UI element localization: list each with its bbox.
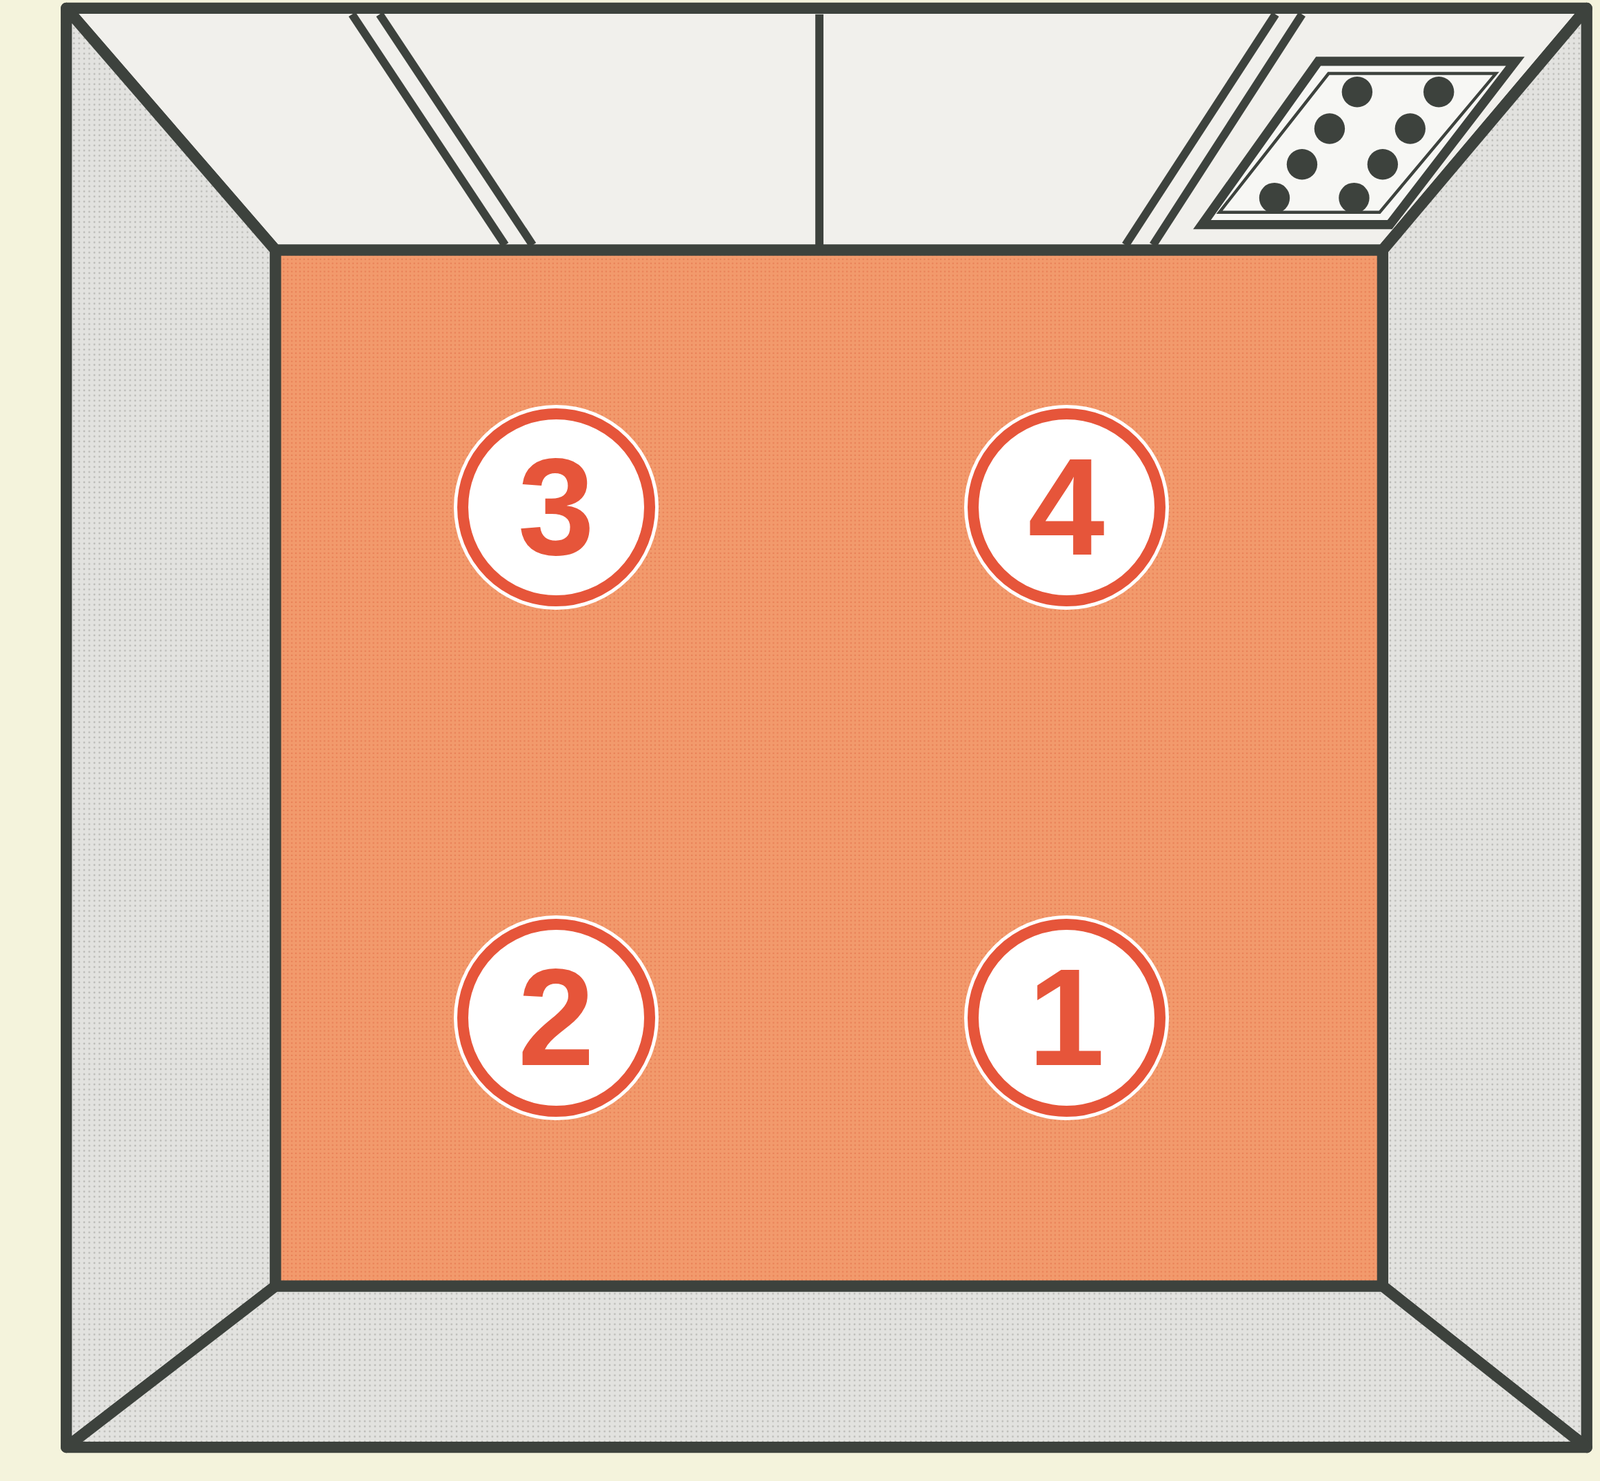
callout-number: 2 bbox=[517, 948, 595, 1087]
door-lines bbox=[351, 14, 1303, 245]
bottom-wall bbox=[66, 1285, 1587, 1447]
car-walls bbox=[66, 8, 1587, 1447]
callout-circle: 4 bbox=[967, 408, 1166, 607]
right-wall bbox=[1382, 8, 1587, 1447]
callout-circle: 2 bbox=[457, 918, 656, 1117]
floor bbox=[275, 250, 1383, 1287]
callout-number: 4 bbox=[1028, 437, 1105, 576]
button-panel bbox=[1202, 61, 1516, 225]
callout-number: 3 bbox=[517, 437, 595, 576]
top-wall bbox=[66, 8, 1587, 251]
callout-circle: 1 bbox=[967, 918, 1166, 1117]
callout-circle: 3 bbox=[457, 408, 656, 607]
callout-number: 1 bbox=[1028, 948, 1105, 1087]
left-wall bbox=[66, 8, 276, 1447]
